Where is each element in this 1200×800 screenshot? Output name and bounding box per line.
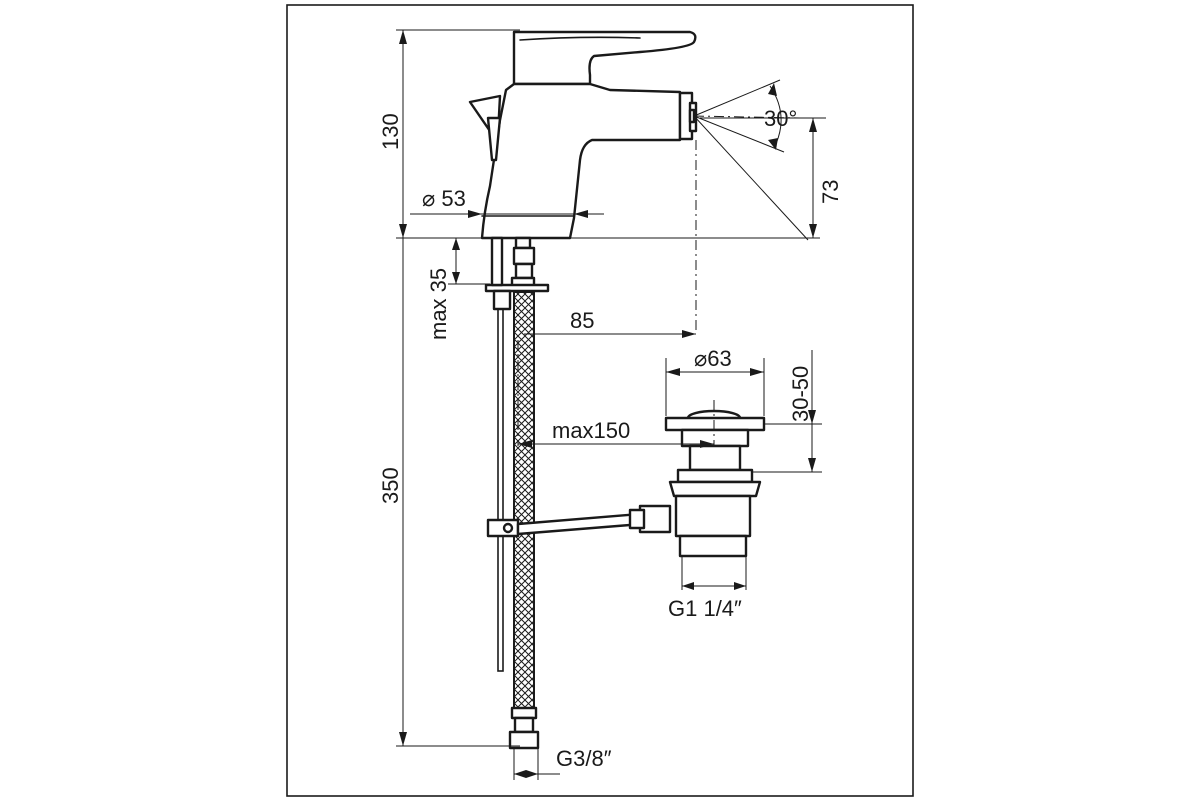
label-hose-length: 350 <box>378 467 403 504</box>
dimension-hose-thread <box>513 748 560 780</box>
label-drain-diameter: ⌀63 <box>694 346 732 371</box>
label-hose-thread: G3/8″ <box>556 746 612 771</box>
label-deck-thickness: max 35 <box>426 268 451 340</box>
label-overall-height: 130 <box>378 113 403 150</box>
drawing-frame <box>286 4 914 797</box>
dimension-rod-length <box>517 340 715 448</box>
water-inlet-fitting <box>510 236 536 288</box>
label-drain-range: 30-50 <box>788 366 813 422</box>
pop-up-waste <box>628 409 766 558</box>
pop-up-knob <box>468 94 502 162</box>
dimension-overall-height <box>396 29 820 239</box>
mixer-lever <box>512 30 697 86</box>
dimension-spout-height <box>700 117 826 238</box>
dimension-spout-reach <box>524 140 697 338</box>
dimension-drain-range <box>752 350 822 473</box>
label-spout-height: 73 <box>818 180 843 204</box>
dimension-deck-thickness <box>448 238 490 285</box>
pull-rod <box>497 308 504 672</box>
mixer-body <box>480 82 682 240</box>
label-rod-length: max150 <box>552 418 630 443</box>
dimension-hose-length <box>396 238 520 747</box>
braided-hose <box>508 291 540 750</box>
dimension-spray-angle <box>693 79 809 241</box>
label-base-diameter: ⌀ 53 <box>422 186 466 211</box>
linkage-rod <box>516 512 644 536</box>
spray-nozzle <box>678 91 698 141</box>
label-drain-thread: G1 1/4″ <box>668 596 742 621</box>
label-spout-reach: 85 <box>570 308 594 333</box>
rod-clamp <box>486 518 520 538</box>
dimension-drain-thread <box>681 556 747 590</box>
dimension-drain-diameter <box>665 358 765 416</box>
dimension-base-diameter <box>410 210 604 218</box>
